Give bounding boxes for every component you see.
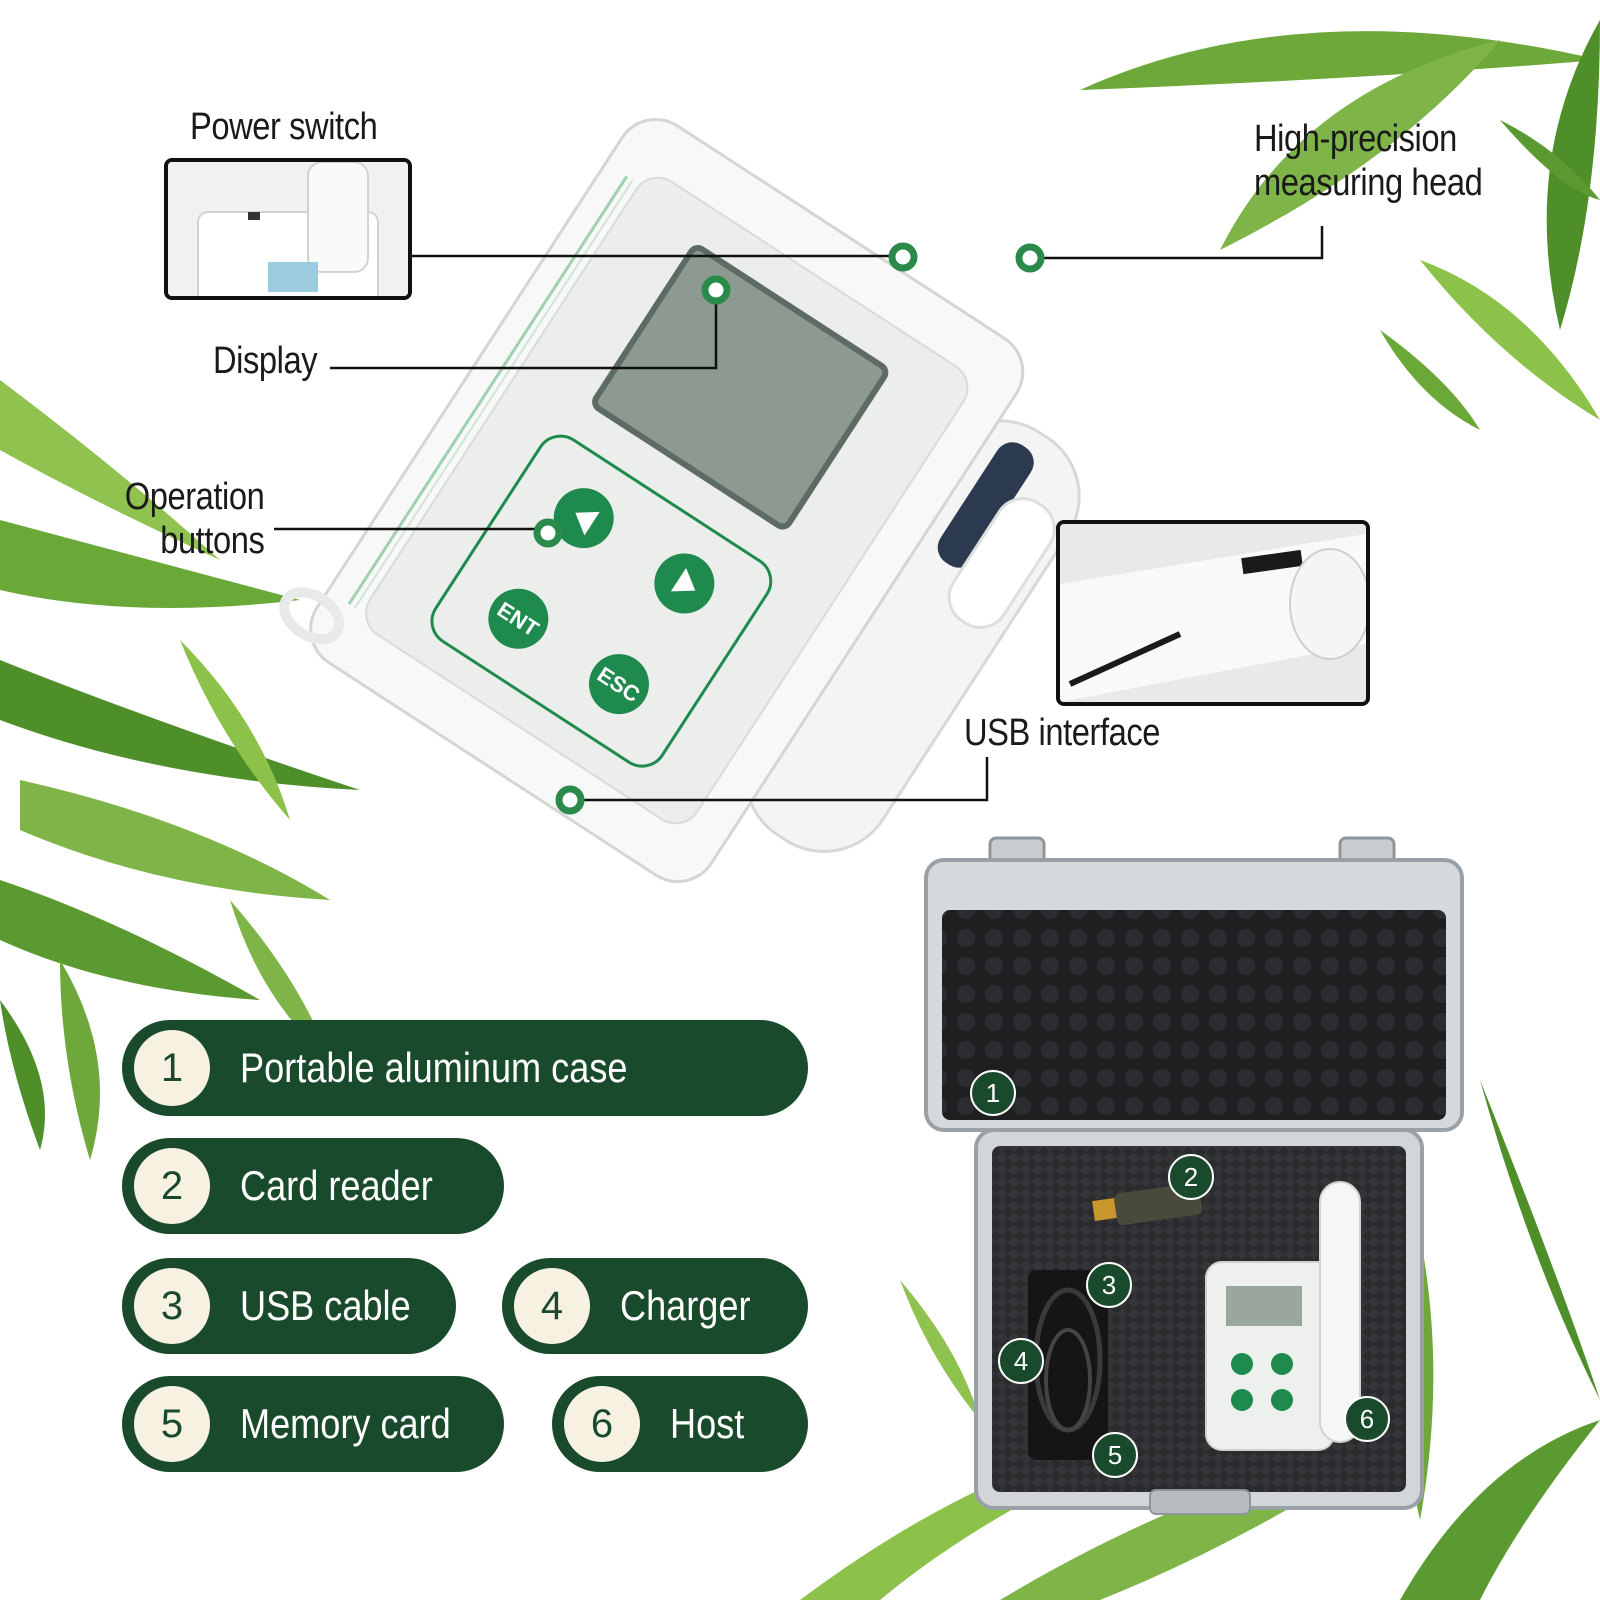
usb-interface-inset	[1056, 520, 1370, 706]
measuring-head-label-line1: High-precision	[1254, 118, 1457, 160]
foliage-left	[0, 380, 360, 1160]
power-switch-dot	[888, 242, 918, 272]
kit-item-label: Charger	[620, 1282, 751, 1329]
foliage-top-right	[1080, 20, 1600, 430]
kit-item-number: 6	[564, 1386, 640, 1462]
usb-interface-label: USB interface	[964, 712, 1161, 754]
display-dot	[701, 275, 731, 305]
arrow-left-icon	[575, 511, 600, 536]
measuring-head-dot	[1015, 243, 1045, 273]
keypad-frame	[430, 434, 773, 768]
kit-item-label: Host	[670, 1400, 745, 1447]
display-label: Display	[213, 340, 318, 382]
power-switch-inset-image	[168, 162, 408, 296]
case-marker-3: 3	[1086, 1262, 1132, 1308]
host-measuring-head	[1319, 1181, 1361, 1443]
kit-item-number: 3	[134, 1268, 210, 1344]
kit-item-number: 1	[134, 1030, 210, 1106]
arrow-right-icon	[670, 567, 696, 592]
kit-item-6: 6 Host	[552, 1376, 808, 1472]
case-lid-foam	[942, 910, 1446, 1120]
display-leader	[330, 290, 718, 370]
case-marker-4: 4	[998, 1338, 1044, 1384]
measuring-head-label-line2: measuring head	[1254, 161, 1483, 204]
case-marker-6: 6	[1344, 1396, 1390, 1442]
case-handle	[1149, 1489, 1251, 1515]
usb-interface-inset-image	[1060, 524, 1366, 702]
device-screen	[592, 245, 889, 530]
case-marker-5: 5	[1092, 1432, 1138, 1478]
usb-interface-dot	[555, 785, 585, 815]
kit-item-label: Card reader	[240, 1162, 433, 1209]
kit-item-2: 2 Card reader	[122, 1138, 504, 1234]
measuring-head-leader	[1030, 226, 1324, 260]
kit-item-5: 5 Memory card	[122, 1376, 504, 1472]
ent-button	[488, 588, 549, 649]
kit-item-number: 4	[514, 1268, 590, 1344]
case-marker-1: 1	[970, 1070, 1016, 1116]
device-body: ENT ESC	[279, 117, 1081, 884]
kit-item-3: 3 USB cable	[122, 1258, 456, 1354]
operation-buttons-label-line1: Operation	[124, 476, 264, 518]
power-switch-inset	[164, 158, 412, 300]
case-marker-2: 2	[1168, 1154, 1214, 1200]
kit-item-label: Memory card	[240, 1400, 451, 1447]
esc-button	[588, 654, 649, 715]
kit-item-number: 2	[134, 1148, 210, 1224]
measuring-head-label: High-precision measuring head	[1254, 118, 1483, 205]
operation-buttons-label: Operation buttons	[124, 476, 264, 563]
operation-buttons-label-line2: buttons	[159, 519, 265, 562]
kit-item-1: 1 Portable aluminum case	[122, 1020, 808, 1116]
kit-item-number: 5	[134, 1386, 210, 1462]
kit-item-4: 4 Charger	[502, 1258, 808, 1354]
operation-buttons-dot	[533, 518, 563, 548]
sensor-window	[937, 442, 1034, 568]
power-switch-label: Power switch	[190, 106, 378, 148]
lanyard-loop	[279, 587, 345, 645]
kit-item-label: Portable aluminum case	[240, 1044, 628, 1091]
usb-interface-leader	[570, 757, 989, 802]
kit-item-label: USB cable	[240, 1282, 411, 1329]
